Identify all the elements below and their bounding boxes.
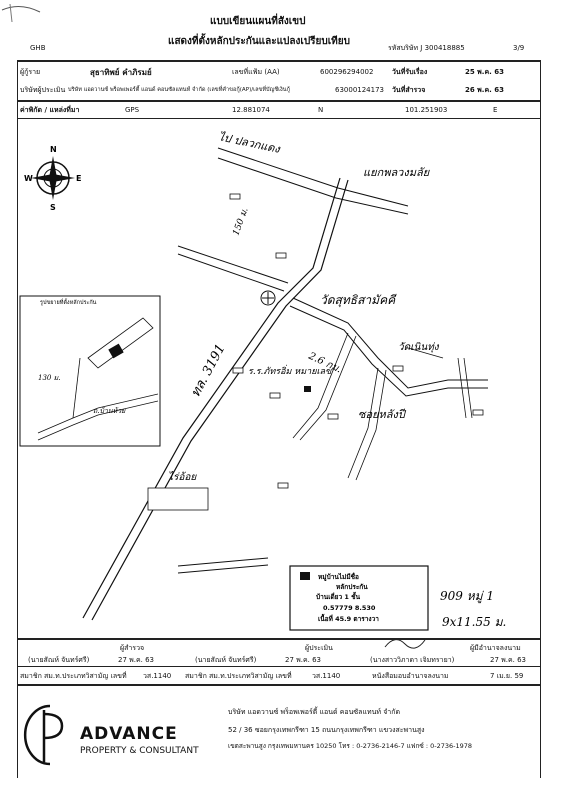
borrower-label: ผู้กู้ราย — [20, 68, 41, 76]
compass-n: N — [50, 145, 57, 154]
scan-mark — [1, 3, 41, 23]
hand-size: 9x11.55 ม. — [442, 615, 506, 629]
borrower-name: สุธาทิพย์ คำภิรมย์ — [90, 68, 152, 77]
reviewer-signer: (นายสัณห์ จันทร์ศรี) — [195, 656, 257, 664]
legend-line2: หลักประกัน — [336, 583, 368, 591]
inset-roads — [37, 317, 159, 441]
compass-w: W — [24, 174, 33, 183]
member-label-3: หนังสือมอบอำนาจลงนาม — [372, 672, 449, 680]
compass-e: E — [76, 174, 81, 183]
appraiser-sign-date: 27 พ.ค. 63 — [118, 656, 155, 664]
approver-signature — [384, 639, 426, 649]
appraiser-name: บริษัท แอดวานซ์ พร็อพเพอร์ตี้ แอนด์ คอนซ… — [68, 87, 290, 93]
member-no-1: วส.1140 — [143, 672, 172, 680]
company-address-2: เขตสะพานสูง กรุงเทพมหานคร 10250 โทร : 0-… — [228, 742, 473, 750]
page-title: แบบเขียนแผนที่สังเขป — [210, 16, 306, 27]
appraiser-label: บริษัทผู้ประเมิน — [20, 86, 66, 94]
road-east — [289, 297, 488, 397]
approver-signer: (นางสาววิภาดา เจิมทรายา) — [370, 656, 455, 664]
hand-distance: 150 ม. — [231, 206, 250, 237]
legend-line3: บ้านเดี่ยว 1 ชั้น — [316, 591, 361, 601]
appraiser-signer: (นายสัณห์ จันทร์ศรี) — [28, 656, 90, 664]
frame-right — [540, 60, 541, 778]
location-map: N S W E — [19, 130, 506, 631]
appraiser-role: ผู้สำรวจ — [120, 644, 145, 652]
inset-frame — [19, 295, 161, 447]
landmark-icons — [229, 193, 484, 489]
hand-soi: ซอยหลังปี — [358, 408, 407, 421]
temple-cross — [262, 292, 274, 304]
company-address-1: 52 / 36 ซอยกรุงเทพกรีฑา 15 ถนนกรุงเทพกรี… — [228, 726, 425, 734]
approver-role: ผู้มีอำนาจลงนาม — [470, 644, 521, 652]
road-west — [177, 245, 289, 292]
hand-school: ร.ร.ภัทรอิ่ม หมายเลข — [248, 364, 332, 377]
compass-icon — [31, 156, 75, 200]
page-subtitle: แสดงที่ตั้งหลักประกันและแปลงเปรียบเทียบ — [168, 36, 350, 47]
coord-source: GPS — [125, 106, 140, 114]
sig-border-top — [17, 638, 540, 640]
road-south — [177, 557, 269, 574]
member-no-3: 7 เม.ย. 59 — [490, 672, 524, 680]
temple-icon — [260, 290, 276, 306]
table-border — [17, 60, 540, 62]
application-number: 63000124173 — [335, 86, 384, 94]
legend-line1: หมู่บ้านไม่มีชื่อ — [318, 571, 359, 582]
sig-border-bottom — [17, 684, 540, 686]
table-border — [17, 118, 540, 119]
advance-logo-icon — [23, 704, 64, 766]
subject-property-marker — [304, 386, 311, 392]
hand-to-north: ไป ปลวกแดง — [217, 130, 282, 156]
file-number: 600296294002 — [320, 68, 374, 76]
reference-no: รหัสบริษัท J 300418885 — [388, 44, 465, 52]
inset-road-label: ถ.บ้านห้วย — [93, 407, 126, 415]
reviewer-role: ผู้ประเมิน — [305, 644, 333, 652]
legend-line5: เนื้อที่ 45.9 ตารางวา — [318, 613, 379, 623]
soi-roads — [292, 332, 473, 481]
field-box — [147, 487, 209, 511]
member-label-1: สมาชิก สม.ท.ประเภทวิสามัญ เลขที่ — [20, 672, 127, 680]
hand-temple: วัดสุทธิสามัคคี — [320, 293, 397, 308]
file-label: เลขที่แฟ้ม (AA) — [232, 68, 280, 76]
table-border — [17, 100, 540, 102]
survey-label: วันที่สำรวจ — [392, 86, 426, 94]
inset-distance: 130 ม. — [38, 374, 60, 382]
received-date: 25 พ.ค. 63 — [465, 68, 504, 76]
longitude-dir: E — [493, 106, 498, 114]
latitude-dir: N — [318, 106, 324, 114]
approver-sign-date: 27 พ.ค. 63 — [490, 656, 527, 664]
legend-box — [289, 565, 429, 631]
frame-left — [17, 60, 18, 778]
received-label: วันที่รับเรื่อง — [392, 68, 428, 76]
inset-title: รูปขยายที่ตั้งหลักประกัน — [40, 298, 97, 306]
hand-village: วัดเนินทุ่ง — [398, 341, 440, 353]
inset-subject — [108, 343, 124, 359]
member-label-2: สมาชิก สม.ท.ประเภทวิสามัญ เลขที่ — [185, 672, 292, 680]
brand-name: ADVANCE — [80, 724, 178, 744]
brand-tagline: PROPERTY & CONSULTANT — [80, 746, 199, 756]
survey-date: 26 พ.ค. 63 — [465, 86, 504, 94]
legend-marker — [300, 572, 310, 580]
compass-s: S — [50, 203, 56, 212]
legend-line4: 0.57779 8.530 — [323, 604, 376, 612]
company-name: บริษัท แอดวานซ์ พร็อพเพอร์ตี้ แอนด์ คอนซ… — [228, 708, 401, 716]
company-code: GHB — [30, 44, 46, 52]
longitude: 101.251903 — [405, 106, 448, 114]
latitude: 12.881074 — [232, 106, 270, 114]
hand-field: ไร่อ้อย — [168, 471, 197, 483]
hand-junction: แยกพลวงมลัย — [363, 166, 431, 179]
hand-road-3191: ทล. 3191 — [188, 342, 228, 400]
reviewer-sign-date: 27 พ.ค. 63 — [285, 656, 322, 664]
member-no-2: วส.1140 — [312, 672, 341, 680]
road-top — [217, 147, 409, 215]
sig-border — [17, 666, 540, 667]
coord-label: ค่าพิกัด / แหล่งที่มา — [20, 106, 80, 114]
hand-address: 909 หมู่ 1 — [440, 589, 494, 604]
page-number: 3/9 — [513, 44, 525, 52]
